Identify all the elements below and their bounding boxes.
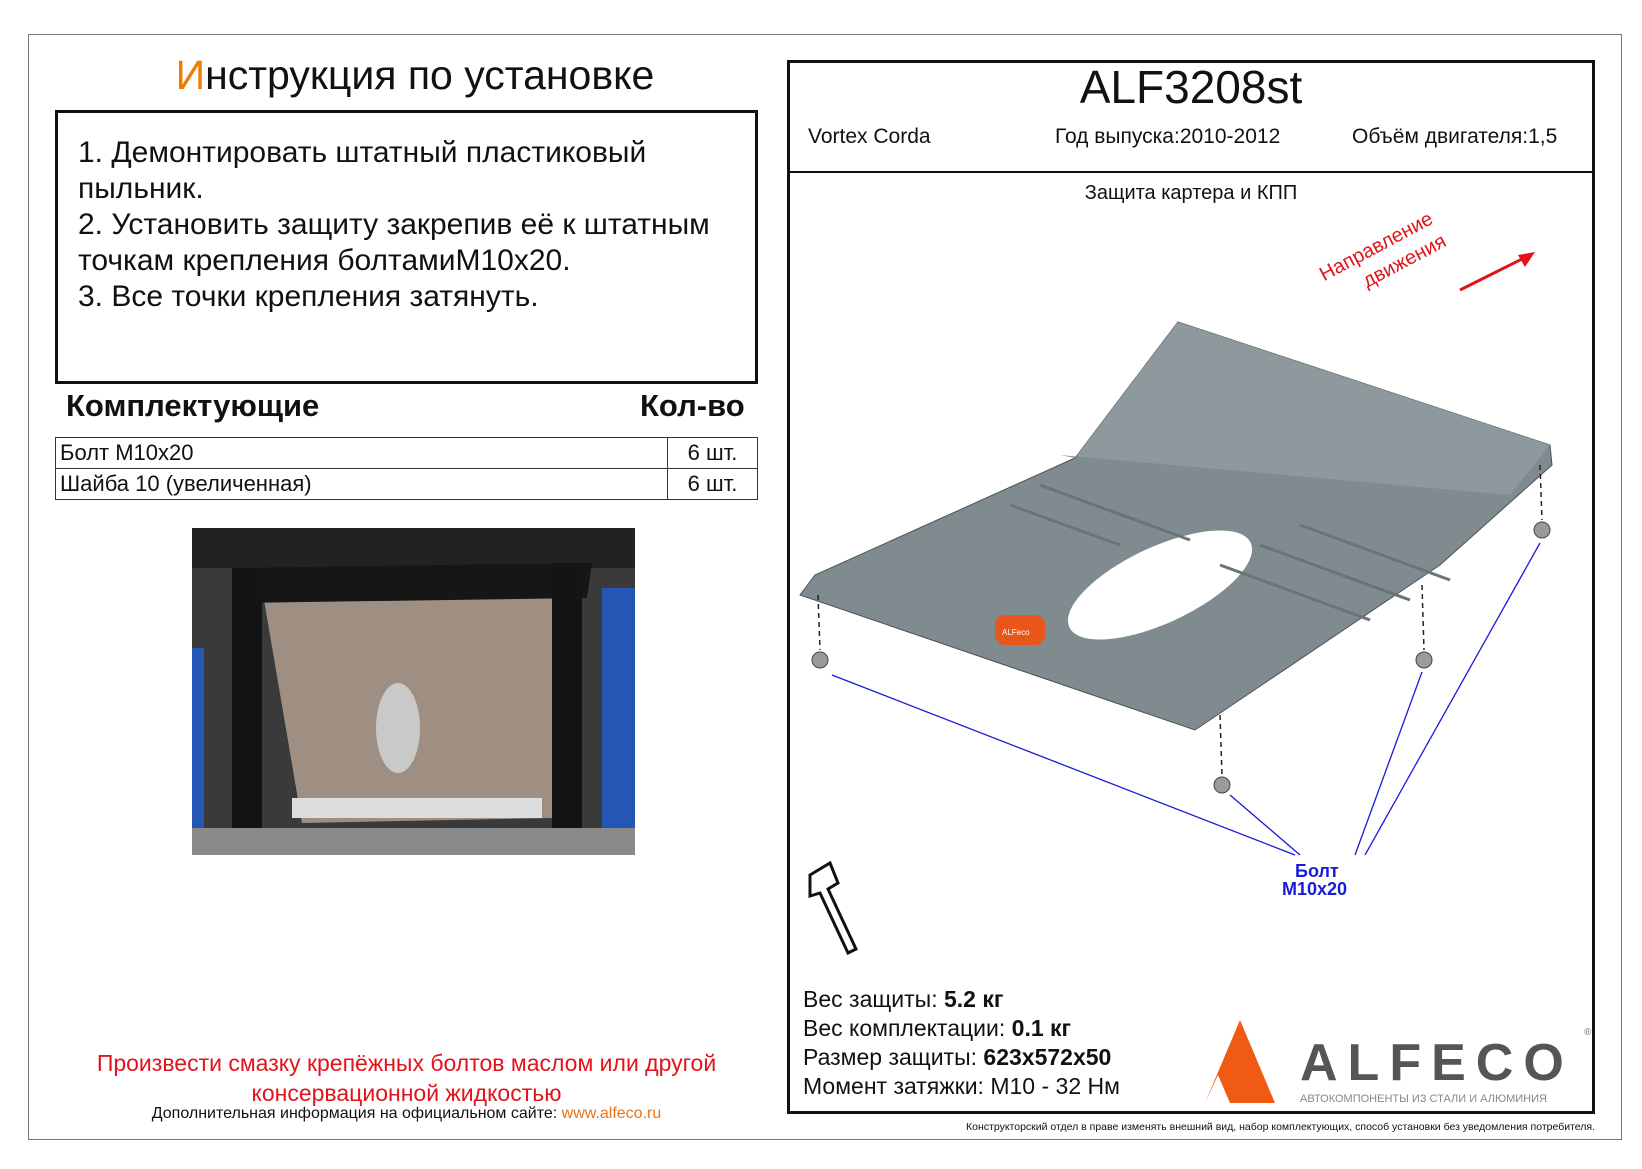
- page-title: Инструкция по установке: [55, 52, 775, 99]
- site-info: Дополнительная информация на официальном…: [55, 1105, 758, 1123]
- installed-photo: [192, 528, 635, 855]
- part-qty: 6 шт.: [667, 437, 758, 469]
- product-code: ALF3208st: [1079, 61, 1303, 113]
- plate-drawing: Направление движения ALFeco Болт M10x20: [799, 208, 1553, 956]
- site-link[interactable]: www.alfeco.ru: [561, 1105, 662, 1122]
- part-qty: 6 шт.: [667, 468, 758, 500]
- site-label: Дополнительная информация на официальном…: [151, 1105, 562, 1122]
- bolts: [811, 521, 1551, 794]
- logo-tagline: АВТОКОМПОНЕНТЫ ИЗ СТАЛИ И АЛЮМИНИЯ: [1300, 1093, 1547, 1105]
- logo-reg: ®: [1584, 1027, 1592, 1038]
- instructions-box: 1. Демонтировать штатный пластиковый пыл…: [55, 110, 758, 384]
- product-box: [787, 60, 1595, 1114]
- spec-weight: Вес защиты: 5.2 кг: [803, 986, 1004, 1012]
- spec-torque: Момент затяжки: M10 - 32 Нм: [803, 1073, 1120, 1099]
- instruction-step: 2. Установить защиту закрепив её к штатн…: [78, 208, 710, 277]
- direction-label: Направление движения: [1316, 208, 1450, 293]
- skid-plate: ALFeco: [799, 321, 1553, 731]
- title-first-letter: И: [175, 52, 206, 98]
- disclaimer: Конструкторский отдел в праве изменять в…: [966, 1121, 1595, 1133]
- brand-badge: [995, 615, 1045, 645]
- bolt-label-line1: Болт: [1295, 861, 1339, 881]
- product-subtitle: Защита картера и КПП: [1084, 182, 1298, 204]
- part-name: Болт М10х20: [55, 437, 668, 469]
- bolt-icon: [1415, 651, 1433, 669]
- badge-text: ALFeco: [1002, 628, 1030, 637]
- direction-arrowhead-icon: [1518, 252, 1535, 267]
- parts-header: Комплектующие: [66, 388, 320, 423]
- logo-name: ALFECO: [1300, 1034, 1574, 1092]
- bolt-icon: [811, 651, 829, 669]
- qty-header: Кол-во: [640, 388, 745, 423]
- bolt-icon: [1533, 521, 1551, 539]
- instruction-step: 1. Демонтировать штатный пластиковый пыл…: [78, 136, 647, 205]
- engine-volume: Объём двигателя:1,5: [1352, 125, 1558, 148]
- bolt-icon: [1213, 776, 1231, 794]
- instruction-step: 3. Все точки крепления затянуть.: [78, 280, 539, 313]
- page-border: [28, 34, 1622, 1140]
- specs: Вес защиты: 5.2 кг Вес комплектации: 0.1…: [803, 985, 1120, 1101]
- logo-triangle-icon: [1205, 1020, 1275, 1103]
- model-year: Год выпуска:2010-2012: [1055, 125, 1281, 148]
- direction-arrow-icon: [1459, 253, 1531, 292]
- spec-kit-weight: Вес комплектации: 0.1 кг: [803, 1015, 1072, 1041]
- part-name: Шайба 10 (увеличенная): [55, 468, 668, 500]
- car-model: Vortex Corda: [808, 125, 931, 148]
- wrench-icon: [808, 860, 858, 956]
- bolt-label-line2: M10x20: [1282, 879, 1347, 899]
- title-rest: нструкция по установке: [205, 52, 655, 98]
- lubrication-note: Произвести смазку крепёжных болтов масло…: [96, 1050, 717, 1106]
- spec-size: Размер защиты: 623x572x50: [803, 1044, 1112, 1070]
- divider: [787, 171, 1595, 173]
- alfeco-logo: ALFECO ® АВТОКОМПОНЕНТЫ ИЗ СТАЛИ И АЛЮМИ…: [1205, 1020, 1592, 1105]
- table-row: Шайба 10 (увеличенная)6 шт.: [55, 468, 758, 500]
